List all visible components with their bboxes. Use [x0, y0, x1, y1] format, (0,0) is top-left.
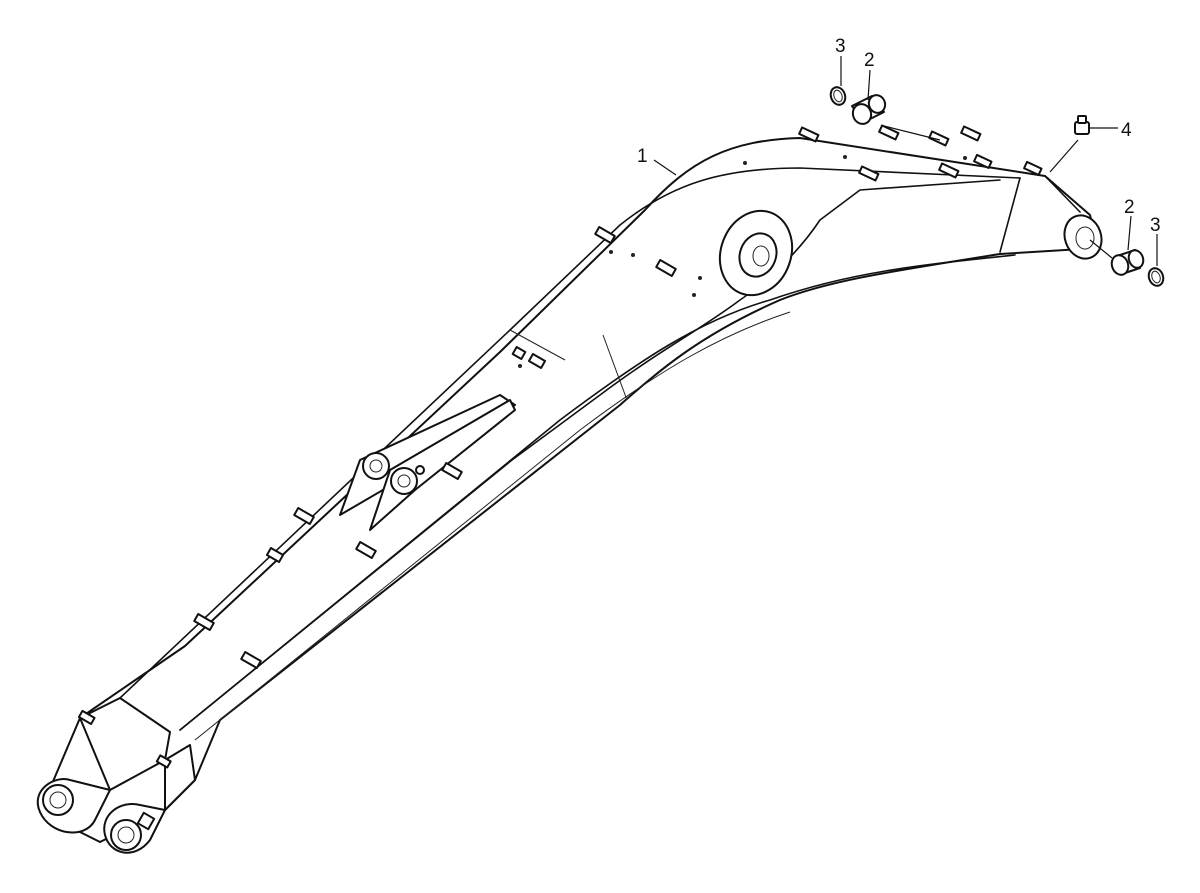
part-2-bushing-top	[851, 94, 887, 125]
callout-3-top: 3	[835, 36, 846, 57]
part-3-ring-right	[1147, 267, 1165, 287]
callout-2-right: 2	[1124, 197, 1135, 218]
callout-4: 4	[1121, 120, 1132, 141]
callout-3-right: 3	[1150, 215, 1161, 236]
callouts: 1 2 3 4 2 3	[637, 36, 1161, 236]
callout-1: 1	[637, 146, 648, 167]
callout-2-top: 2	[864, 50, 875, 71]
part-4-grease-fitting	[1074, 115, 1090, 135]
part-2-bushing-right	[1110, 249, 1145, 276]
leader-lines	[653, 56, 1158, 266]
part-3-ring-top	[829, 86, 847, 106]
boom-structure	[36, 124, 1103, 854]
bolt-holes	[518, 155, 967, 368]
pipe-clamps	[77, 124, 1043, 769]
